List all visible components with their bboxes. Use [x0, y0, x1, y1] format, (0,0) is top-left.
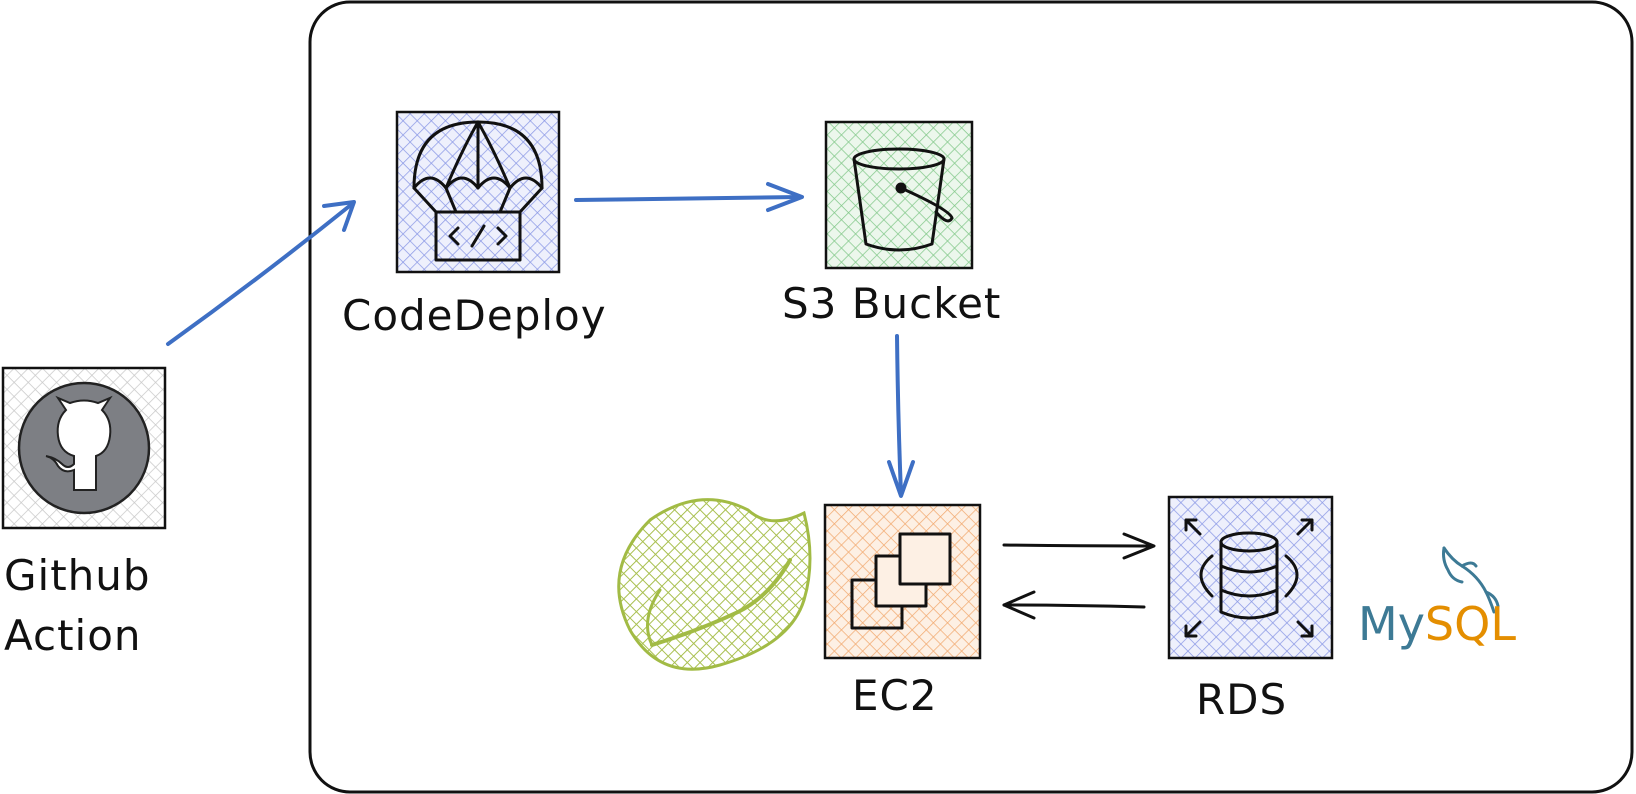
github-label-line1: Github: [4, 551, 151, 600]
github-label-line2: Action: [4, 611, 142, 660]
arrow-codedeploy-to-s3: [574, 195, 802, 202]
codedeploy-label: CodeDeploy: [342, 291, 607, 340]
codedeploy-node: CodeDeploy: [342, 110, 607, 340]
parachute-code-icon: [412, 120, 544, 262]
github-icon: [17, 381, 151, 515]
ec2-label: EC2: [852, 671, 938, 720]
arrow-github-to-codedeploy: [166, 202, 354, 346]
mysql-text-my: My: [1358, 597, 1425, 651]
mysql-logo: MySQL: [1358, 546, 1516, 651]
github-action-node: Github Action: [1, 366, 167, 660]
mysql-text-sql: SQL: [1425, 597, 1516, 651]
flow-arrows: [166, 182, 1156, 620]
arrow-ec2-to-rds: [1002, 543, 1154, 548]
dolphin-icon: [1442, 546, 1500, 614]
s3-node: S3 Bucket: [782, 120, 1001, 328]
svg-text:MySQL: MySQL: [1358, 597, 1516, 651]
s3-label: S3 Bucket: [782, 279, 1001, 328]
cloud-boundary: [308, 0, 1634, 794]
rds-label: RDS: [1196, 675, 1287, 724]
database-icon: [1184, 518, 1314, 638]
bucket-icon: [852, 147, 954, 252]
ec2-node: EC2: [823, 503, 982, 720]
ec2-instances-icon: [850, 532, 952, 630]
rds-node: RDS: [1167, 495, 1334, 724]
arrow-s3-to-ec2: [895, 334, 903, 496]
arrow-rds-to-ec2: [1002, 603, 1146, 609]
spring-leaf-icon: [617, 498, 812, 671]
